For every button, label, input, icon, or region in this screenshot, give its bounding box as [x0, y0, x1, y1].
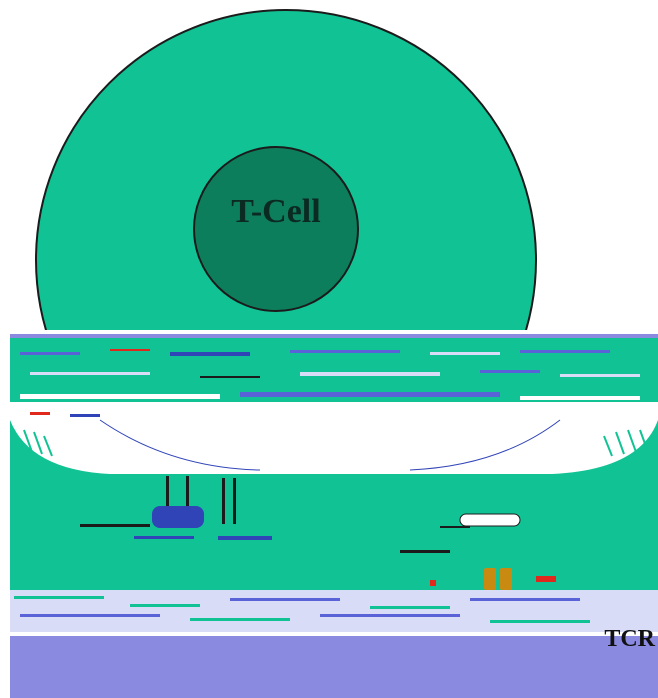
- t-cell-label: T-Cell: [231, 193, 320, 230]
- inner-membrane-arc: [10, 402, 658, 474]
- contact-zone: [10, 330, 658, 590]
- tcr-label: TCR: [604, 626, 655, 652]
- apc-body: [10, 636, 658, 698]
- apc-membrane-light: [10, 590, 658, 632]
